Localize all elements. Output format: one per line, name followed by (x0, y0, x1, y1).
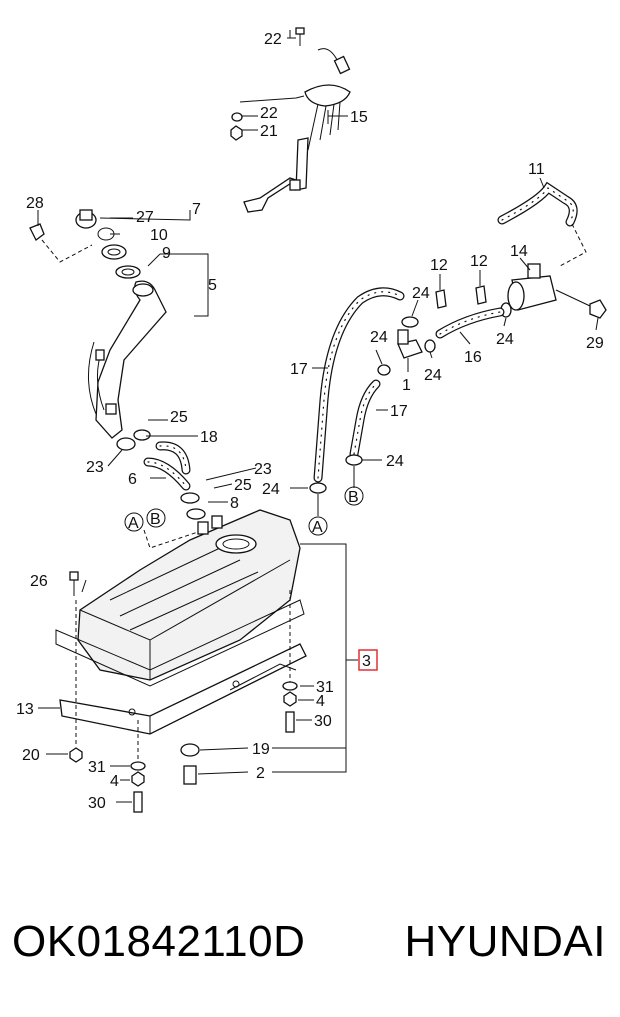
callout-labels: 22 22 21 15 28 7 27 10 9 5 11 14 12 12 2… (16, 31, 604, 812)
callout-7: 7 (192, 201, 201, 218)
callout-21: 21 (260, 123, 278, 140)
callout-16: 16 (464, 349, 482, 366)
callout-27: 27 (136, 209, 154, 226)
callout-17: 17 (290, 361, 308, 378)
callout-2: 2 (256, 765, 265, 782)
callout-23: 23 (86, 459, 104, 476)
callout-24: 24 (424, 367, 442, 384)
skid-plate (59, 643, 307, 735)
callout-9: 9 (162, 245, 171, 262)
callout-30: 30 (88, 795, 106, 812)
callout-11: 11 (528, 161, 545, 178)
marker-b: B (348, 489, 359, 506)
callout-5: 5 (208, 277, 217, 294)
brand-name: HYUNDAI (404, 917, 606, 966)
callout-10: 10 (150, 227, 168, 244)
callout-8: 8 (230, 495, 239, 512)
leader-lines (37, 30, 599, 803)
hoses-17 (309, 287, 436, 494)
filler-neck-assembly (29, 209, 167, 451)
marker-a: A (312, 519, 323, 536)
callout-14: 14 (510, 243, 528, 260)
callout-31: 31 (316, 679, 334, 696)
fuel-tank-exploded-diagram: 22 22 21 15 28 7 27 10 9 5 11 14 12 12 2… (16, 27, 607, 813)
callout-24: 24 (262, 481, 280, 498)
callout-3: 3 (362, 653, 371, 670)
callout-6: 6 (128, 471, 137, 488)
callout-31: 31 (88, 759, 106, 776)
fasteners (69, 571, 298, 813)
callout-17: 17 (390, 403, 408, 420)
callout-4: 4 (110, 773, 119, 790)
callout-13: 13 (16, 701, 34, 718)
callout-4: 4 (316, 693, 325, 710)
callout-15: 15 (350, 109, 368, 126)
callout-12: 12 (430, 257, 448, 274)
highlighted-callout-3[interactable]: 3 (358, 649, 378, 671)
part-number: OK01842110D (12, 917, 306, 966)
callout-20: 20 (22, 747, 40, 764)
callout-23: 23 (254, 461, 272, 478)
vent-line-assembly (435, 181, 607, 339)
callout-29: 29 (586, 335, 604, 352)
callout-18: 18 (200, 429, 218, 446)
hose-6-and-18 (143, 441, 206, 520)
callout-24: 24 (386, 453, 404, 470)
part-caption: OK01842110D HYUNDAI (0, 912, 620, 982)
marker-a: A (128, 515, 139, 532)
callout-24: 24 (496, 331, 514, 348)
callout-26: 26 (30, 573, 48, 590)
fuel-pump-sender-assembly (230, 27, 351, 213)
callout-30: 30 (314, 713, 332, 730)
callout-25: 25 (234, 477, 252, 494)
callout-28: 28 (26, 195, 44, 212)
callout-25: 25 (170, 409, 188, 426)
callout-19: 19 (252, 741, 270, 758)
callout-1: 1 (402, 377, 411, 394)
callout-12: 12 (470, 253, 488, 270)
callout-24: 24 (370, 329, 388, 346)
marker-b: B (150, 511, 161, 528)
fuel-tank (55, 509, 305, 687)
callout-24: 24 (412, 285, 430, 302)
callout-22: 22 (264, 31, 282, 48)
callout-22: 22 (260, 105, 278, 122)
connection-markers: A B A B (124, 486, 364, 536)
